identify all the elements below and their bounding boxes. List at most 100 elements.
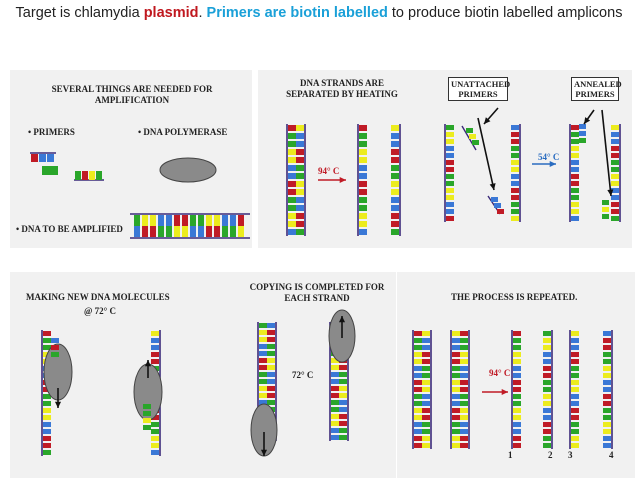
base-pair-block (603, 415, 611, 420)
base-pair-block (288, 173, 296, 179)
base-pair-block (259, 344, 267, 349)
base-pair-block (603, 394, 611, 399)
base-pair-block (259, 330, 267, 335)
base-pair-block (158, 226, 164, 237)
base-pair-block (422, 331, 430, 336)
base-pair-block (513, 443, 521, 448)
base-pair-block (571, 429, 579, 434)
base-pair-block (513, 345, 521, 350)
strand-number-2: 2 (548, 450, 553, 460)
base-pair-block (571, 181, 579, 186)
base-pair-block (359, 205, 367, 211)
base-pair-block (214, 226, 220, 237)
base-pair-block (259, 386, 267, 391)
base-pair-block (452, 338, 460, 343)
base-pair-block (543, 380, 551, 385)
base-pair-block (151, 352, 159, 357)
base-pair-block (339, 393, 347, 398)
base-pair-block (391, 189, 399, 195)
base-pair-block (414, 338, 422, 343)
base-pair-block (611, 174, 619, 179)
base-pair-block (452, 373, 460, 378)
base-pair-block (460, 380, 468, 385)
base-pair-block (513, 422, 521, 427)
base-pair-block (339, 428, 347, 433)
base-pair-block (446, 216, 454, 221)
base-pair-block (571, 195, 579, 200)
base-pair-block (414, 387, 422, 392)
base-pair-block (43, 436, 51, 441)
base-pair-block (259, 337, 267, 342)
base-pair-block (43, 338, 51, 343)
heat-arrow-head (501, 388, 508, 396)
base-pair-block (611, 209, 619, 214)
base-pair-block (543, 359, 551, 364)
base-pair-block (446, 125, 454, 130)
base-pair-block (460, 359, 468, 364)
base-pair-block (359, 173, 367, 179)
base-pair-block (422, 380, 430, 385)
base-pair-block (414, 401, 422, 406)
base-pair-block (543, 352, 551, 357)
base-pair-block (603, 352, 611, 357)
base-pair-block (571, 422, 579, 427)
base-pair-block (611, 181, 619, 186)
base-pair-block (359, 165, 367, 171)
base-pair-block (391, 157, 399, 163)
base-pair-block (513, 415, 521, 420)
base-pair-block (296, 181, 304, 187)
base-pair-block (422, 366, 430, 371)
new-strand-base (51, 345, 59, 350)
base-pair-block (611, 125, 619, 130)
panel-copy-temp: 72° C (292, 370, 314, 380)
primer-base (47, 154, 54, 162)
base-pair-block (511, 195, 519, 200)
base-pair-block (460, 415, 468, 420)
base-pair-block (422, 345, 430, 350)
base-pair-block (43, 429, 51, 434)
base-pair-block (198, 226, 204, 237)
base-pair-block (43, 422, 51, 427)
panel-needs-title: SEVERAL THINGS ARE NEEDED FOR AMPLIFICAT… (51, 84, 213, 105)
base-pair-block (543, 401, 551, 406)
base-pair-block (460, 352, 468, 357)
base-pair-block (513, 387, 521, 392)
base-pair-block (151, 338, 159, 343)
base-pair-block (446, 139, 454, 144)
base-pair-block (511, 181, 519, 186)
heading-primers: Primers are biotin labelled (206, 5, 388, 21)
base-pair-block (511, 167, 519, 172)
base-pair-block (414, 352, 422, 357)
base-pair-block (611, 153, 619, 158)
base-pair-block (391, 141, 399, 147)
base-pair-block (611, 216, 619, 221)
base-pair-block (331, 407, 339, 412)
annealed-primer-base (579, 138, 586, 143)
heading-plasmid: plasmid (143, 5, 199, 21)
new-strand-base (143, 404, 151, 409)
base-pair-block (460, 408, 468, 413)
base-pair-block (391, 205, 399, 211)
base-pair-block (331, 414, 339, 419)
base-pair-block (259, 393, 267, 398)
base-pair-block (238, 226, 244, 237)
base-pair-block (296, 221, 304, 227)
base-pair-block (511, 188, 519, 193)
base-pair-block (571, 436, 579, 441)
base-pair-block (422, 422, 430, 427)
base-pair-block (452, 401, 460, 406)
base-pair-block (571, 352, 579, 357)
base-pair-block (288, 205, 296, 211)
base-pair-block (190, 215, 196, 226)
heading-text-3: to produce biotin labelled amplicons (387, 5, 623, 21)
annealed-primer-base (579, 131, 586, 136)
synthesis-direction-arrow-head (144, 360, 152, 367)
base-pair-block (288, 229, 296, 235)
base-pair-block (446, 195, 454, 200)
base-pair-block (543, 422, 551, 427)
base-pair-block (422, 408, 430, 413)
base-pair-block (43, 450, 51, 455)
base-pair-block (603, 366, 611, 371)
base-pair-block (603, 401, 611, 406)
base-pair-block (238, 215, 244, 226)
